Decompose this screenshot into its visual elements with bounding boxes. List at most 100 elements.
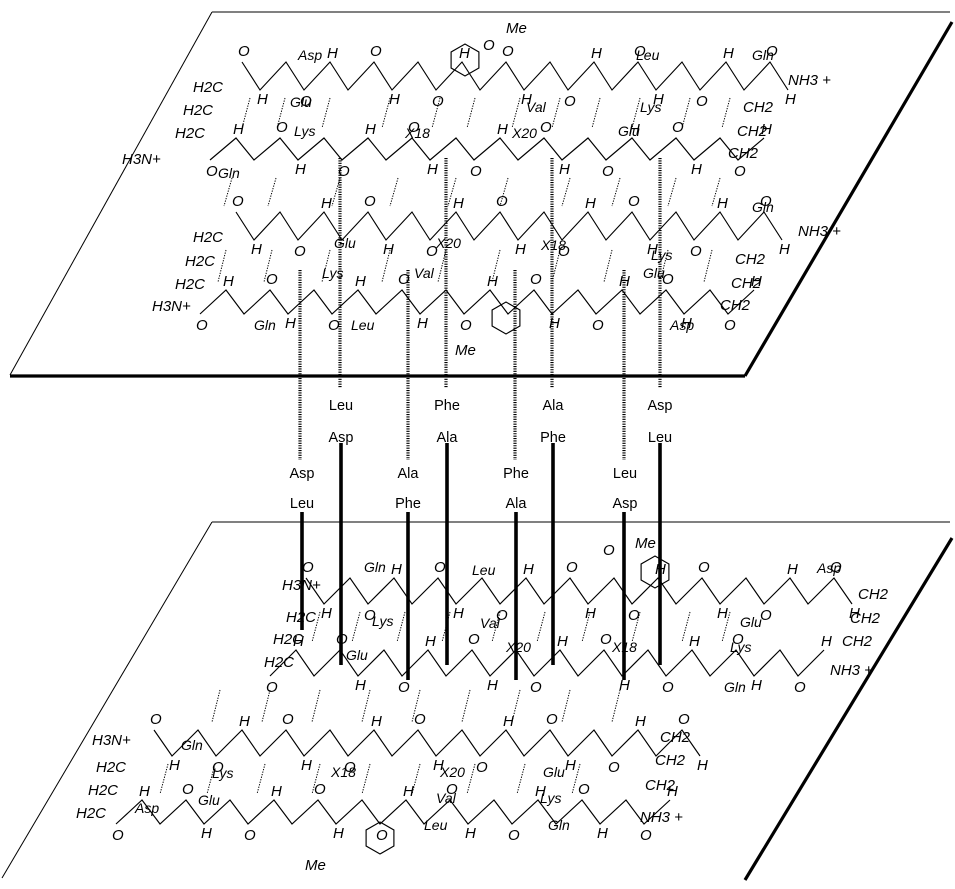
residue-label: X18 <box>404 125 430 141</box>
oxygen-atom: O <box>578 781 590 798</box>
hydrogen-bond <box>516 763 526 795</box>
n-terminus: H3N+ <box>122 151 161 168</box>
backbone-zigzag <box>199 289 755 315</box>
pair-label-solid: Ala <box>506 496 528 512</box>
n-terminus: H3N+ <box>152 298 191 315</box>
side-chain-label: CH2 <box>737 123 768 140</box>
hydrogen-bond <box>561 177 571 207</box>
oxygen-atom: O <box>608 759 620 776</box>
aromatic-oxygen: O <box>603 542 615 559</box>
side-chain-label: CH2 <box>735 251 766 268</box>
amide-hydrogen: H <box>585 195 596 212</box>
residue-label: Gln <box>752 199 774 215</box>
oxygen-atom: O <box>496 607 508 624</box>
oxygen-atom: O <box>206 163 218 180</box>
amide-hydrogen: H <box>487 273 498 290</box>
amide-hydrogen: H <box>293 633 304 650</box>
amide-hydrogen: H <box>821 633 832 650</box>
residue-label: Glu <box>618 123 640 139</box>
backbone-zigzag <box>241 61 789 91</box>
backbone-zigzag <box>235 211 783 241</box>
residue-label: X20 <box>435 235 461 251</box>
oxygen-atom: O <box>182 781 194 798</box>
amide-hydrogen: H <box>751 677 762 694</box>
oxygen-atom: O <box>830 559 842 576</box>
amide-hydrogen: H <box>619 677 630 694</box>
amide-hydrogen: H <box>591 45 602 62</box>
side-chain-label: CH2 <box>720 297 751 314</box>
hydrogen-bond <box>223 177 233 207</box>
residue-label: Leu <box>636 47 660 63</box>
amide-hydrogen: H <box>257 91 268 108</box>
amide-hydrogen: H <box>849 605 860 622</box>
side-chain-label: CH2 <box>731 275 762 292</box>
backbone-zigzag <box>153 729 701 757</box>
hydrogen-bond <box>321 97 331 129</box>
side-chain-label: H2C <box>76 805 106 822</box>
hydrogen-bond <box>466 763 476 795</box>
backbone-zigzag <box>209 137 765 161</box>
hydrogen-bond <box>361 763 371 795</box>
pair-label-hashed: Phe <box>503 466 529 482</box>
side-chain-label: CH2 <box>850 610 881 627</box>
hydrogen-bond <box>331 177 341 207</box>
amide-hydrogen: H <box>779 241 790 258</box>
oxygen-atom: O <box>434 559 446 576</box>
amide-hydrogen: H <box>465 825 476 842</box>
pair-label-hashed: Phe <box>434 398 460 414</box>
hydrogen-bond <box>159 763 169 795</box>
residue-label: Glu <box>198 792 220 808</box>
amide-hydrogen: H <box>355 273 366 290</box>
oxygen-atom: O <box>794 679 806 696</box>
oxygen-atom: O <box>678 711 690 728</box>
residue-label: Gln <box>364 559 386 575</box>
oxygen-atom: O <box>540 119 552 136</box>
hydrogen-bond <box>411 689 421 723</box>
hydrogen-bond <box>389 177 399 207</box>
side-chain-label: H2C <box>185 253 215 270</box>
aromatic-ring <box>491 301 521 335</box>
oxygen-atom: O <box>364 193 376 210</box>
residue-label: Gln <box>724 679 746 695</box>
side-chain-label: CH2 <box>858 586 889 603</box>
hydrogen-bond <box>551 249 561 283</box>
residue-label: Lys <box>212 765 234 781</box>
amide-hydrogen: H <box>585 605 596 622</box>
residue-label: X20 <box>439 764 465 780</box>
side-chain-label: CH2 <box>660 729 691 746</box>
methoxy-label: Me <box>635 535 656 552</box>
pair-label-hashed: Leu <box>613 466 637 482</box>
amide-hydrogen: H <box>139 783 150 800</box>
residue-label: Lys <box>730 639 752 655</box>
oxygen-atom: O <box>662 679 674 696</box>
c-terminus: NH3 + <box>830 662 873 679</box>
residue-label: Leu <box>351 317 375 333</box>
oxygen-atom: O <box>558 243 570 260</box>
amide-hydrogen: H <box>301 757 312 774</box>
residue-label: Leu <box>472 562 496 578</box>
hydrogen-bond <box>491 249 501 283</box>
methoxy-label: Me <box>506 20 527 37</box>
c-terminus: NH3 + <box>788 72 831 89</box>
residue-label: Gln <box>548 817 570 833</box>
bottom-sheet-strand-2: H3N+ Gln Lys Glu Asp X18 X20 Val Leu Glu… <box>76 729 691 874</box>
hydrogen-bond <box>321 249 331 283</box>
amide-hydrogen: H <box>667 783 678 800</box>
oxygen-atom: O <box>460 317 472 334</box>
amide-hydrogen: H <box>453 605 464 622</box>
hydrogen-bond <box>536 611 546 643</box>
side-chain-label: H2C <box>88 782 118 799</box>
aromatic-ring <box>365 821 395 855</box>
oxygen-atom: O <box>344 759 356 776</box>
oxygen-atom: O <box>112 827 124 844</box>
amide-hydrogen: H <box>691 161 702 178</box>
oxygen-atom: O <box>432 93 444 110</box>
residue-label: X20 <box>511 125 537 141</box>
oxygen-atom: O <box>530 271 542 288</box>
oxygen-atom: O <box>370 43 382 60</box>
amide-hydrogen: H <box>515 241 526 258</box>
oxygen-atom: O <box>690 243 702 260</box>
methoxy-label: Me <box>305 857 326 874</box>
